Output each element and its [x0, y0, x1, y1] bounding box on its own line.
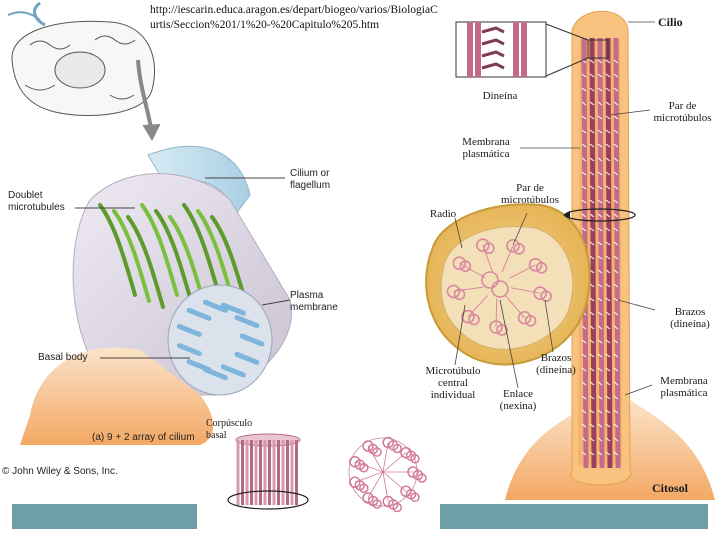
dynein-inset [467, 22, 527, 77]
basal-body-cylinder [235, 433, 301, 505]
label-brazos-right: Brazos (dineína) [670, 306, 710, 330]
source-url-line2: urtis/Seccion%201/1%20-%20Capitulo%205.h… [150, 19, 380, 31]
label-citosol: Citosol [652, 481, 688, 495]
label-membrana-plasmatica-top: Membrana plasmática [462, 136, 510, 160]
label-basal-body: Basal body [38, 352, 88, 363]
source-url[interactable]: http://iescarin.educa.aragon.es/depart/b… [150, 3, 490, 33]
footer-bar-left [12, 504, 197, 529]
label-membrana-plasmatica-bottom: Membrana plasmática [660, 375, 708, 399]
label-plasma-membrane: Plasma membrane [290, 290, 338, 313]
label-cilium-flagellum: Cilium or flagellum [290, 168, 331, 191]
label-enlace-nexina: Enlace (nexina) [499, 388, 537, 412]
label-microtubulo-central: Microtúbulo central individual [425, 365, 481, 401]
label-dineina: Dineína [482, 90, 518, 102]
copyright: © John Wiley & Sons, Inc. [2, 466, 118, 477]
label-brazos-center: Brazos (dineína) [536, 352, 576, 376]
footer-bar-right [440, 504, 708, 529]
caption-9-2-array: (a) 9 + 2 array of cilium [92, 432, 195, 443]
basal-body-cross-section [348, 436, 427, 513]
label-radio: Radio [429, 208, 457, 220]
axoneme-cross-section [446, 238, 552, 336]
label-par-microtubulos-right: Par de microtúbulos [653, 100, 712, 124]
basal-body-triplets [176, 299, 265, 381]
source-url-line1: http://iescarin.educa.aragon.es/depart/b… [150, 4, 438, 16]
label-par-microtubulos-center: Par de microtúbulos [500, 182, 560, 206]
cell-sketch [7, 1, 161, 142]
label-cilio: Cilio [658, 15, 683, 29]
label-doublet-microtubules: Doublet microtubules [8, 190, 65, 213]
label-corpusculo-basal: Corpúsculo basal [206, 418, 253, 441]
